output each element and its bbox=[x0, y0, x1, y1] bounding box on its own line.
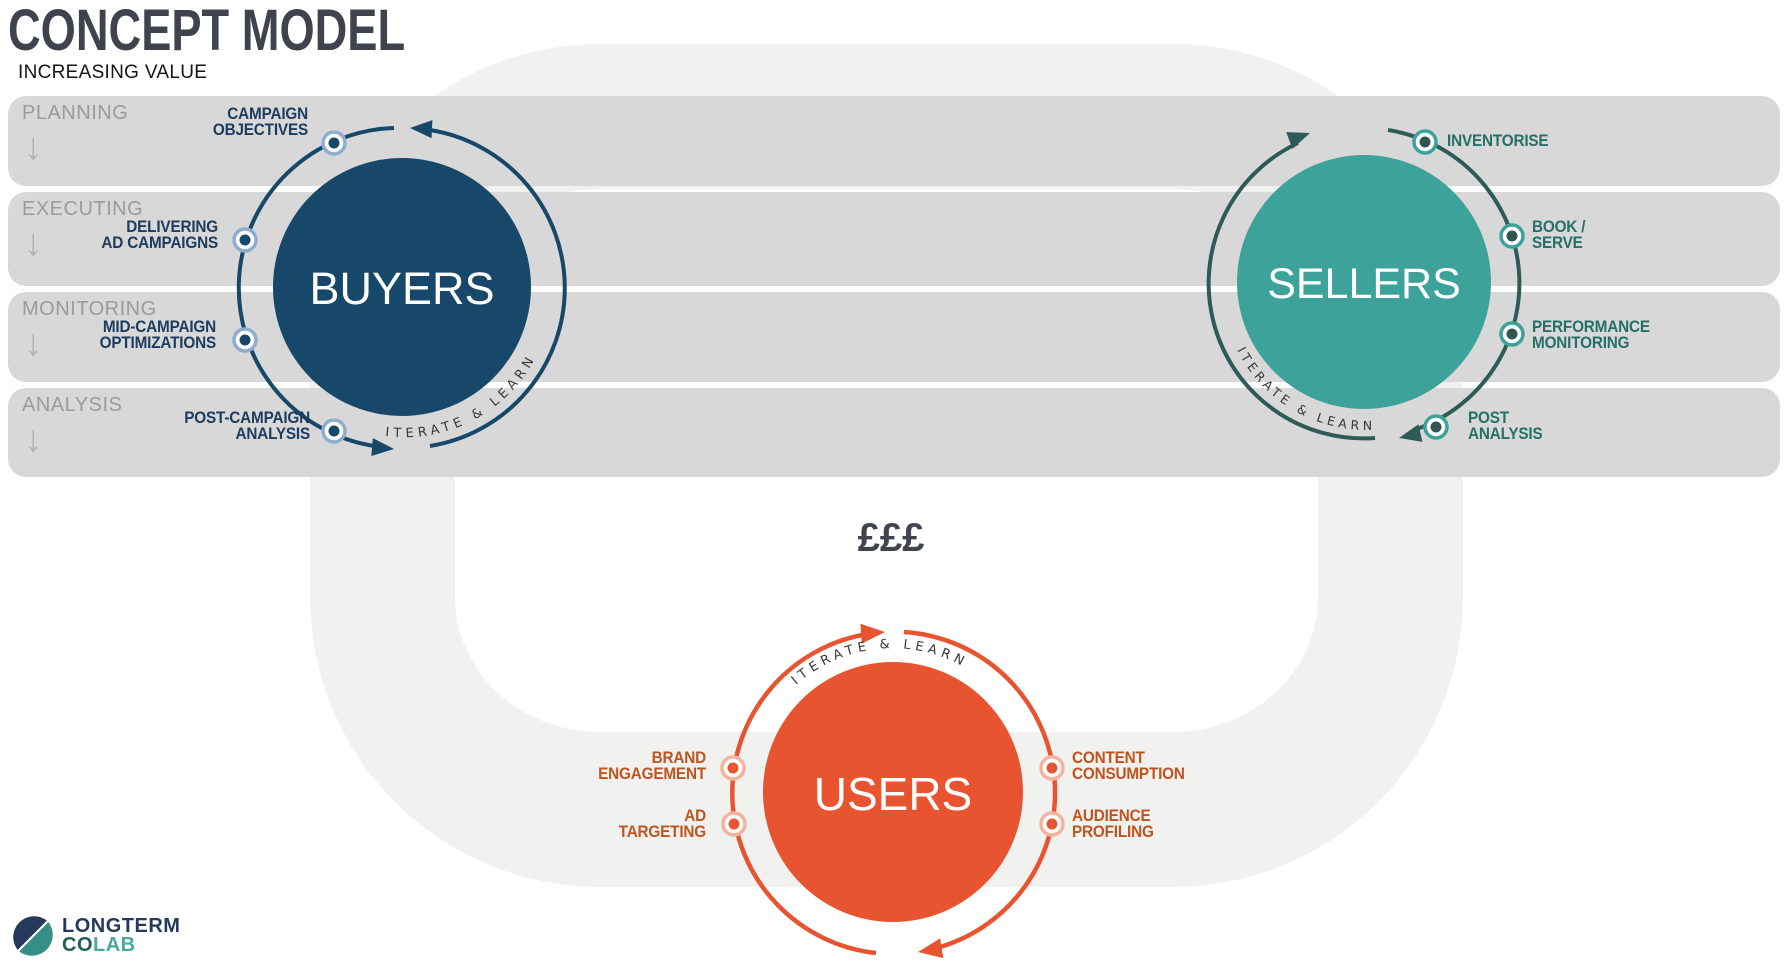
label-post-analysis: POST ANALYSIS bbox=[1468, 408, 1543, 443]
band-analysis: ANALYSIS ↓ bbox=[8, 388, 1780, 477]
sellers-circle bbox=[1237, 155, 1491, 409]
increasing-value-label: INCREASING VALUE bbox=[18, 62, 208, 83]
buyers-arrowhead-top-icon bbox=[410, 120, 433, 139]
money-label: £££ bbox=[857, 516, 925, 560]
page-title: CONCEPT MODEL bbox=[8, 0, 406, 63]
sellers-dot-inventorise bbox=[1412, 129, 1438, 155]
band-analysis-label: ANALYSIS bbox=[22, 394, 123, 416]
label-brand-engagement: BRAND ENGAGEMENT bbox=[598, 748, 706, 783]
buyers-dot-delivering bbox=[232, 227, 258, 253]
users-circle bbox=[763, 662, 1023, 922]
label-ad-targeting: AD TARGETING bbox=[618, 806, 707, 841]
band-planning: PLANNING ↓ bbox=[8, 96, 1780, 186]
logo-mark-icon bbox=[13, 916, 53, 956]
users-dot-content-consumption bbox=[1039, 755, 1065, 781]
label-content-consumption: CONTENT CONSUMPTION bbox=[1072, 748, 1185, 783]
logo-co: CO bbox=[62, 934, 93, 956]
sellers-arrowhead-top-icon bbox=[1286, 132, 1310, 149]
users-name: USERS bbox=[813, 768, 973, 820]
sellers-dot-book-serve bbox=[1499, 223, 1525, 249]
label-mid-campaign-optimizations: MID-CAMPAIGN OPTIMIZATIONS bbox=[99, 317, 217, 352]
buyers-circle bbox=[273, 158, 531, 416]
label-book-serve: BOOK / SERVE bbox=[1532, 217, 1586, 252]
buyers-name: BUYERS bbox=[309, 263, 495, 314]
sellers-dot-performance bbox=[1499, 321, 1525, 347]
band-monitoring-label: MONITORING bbox=[22, 298, 157, 320]
label-inventorise: INVENTORISE bbox=[1447, 131, 1549, 150]
buyers-dot-campaign-objectives bbox=[321, 130, 347, 156]
sellers-arrowhead-bottom-icon bbox=[1399, 424, 1423, 442]
users-dot-audience-profiling bbox=[1039, 811, 1065, 837]
sellers-name: SELLERS bbox=[1267, 260, 1461, 308]
label-campaign-objectives: CAMPAIGN OBJECTIVES bbox=[212, 104, 308, 139]
label-audience-profiling: AUDIENCE PROFILING bbox=[1072, 806, 1154, 841]
sellers-dot-post-analysis bbox=[1423, 414, 1449, 440]
down-arrow-icon: ↓ bbox=[24, 220, 43, 265]
users-arrowhead-bottom-icon bbox=[918, 938, 944, 959]
label-delivering-ad-campaigns: DELIVERING AD CAMPAIGNS bbox=[101, 217, 218, 252]
logo-lab: LAB bbox=[93, 934, 136, 956]
buyers-arrowhead-bottom-icon bbox=[371, 438, 394, 457]
label-post-campaign-analysis: POST-CAMPAIGN ANALYSIS bbox=[184, 408, 310, 443]
buyers-dot-post-campaign bbox=[321, 418, 347, 444]
users-arrowhead-top-icon bbox=[860, 623, 885, 644]
buyers-dot-mid-campaign bbox=[232, 327, 258, 353]
down-arrow-icon: ↓ bbox=[24, 320, 43, 365]
band-executing-label: EXECUTING bbox=[22, 198, 144, 220]
down-arrow-icon: ↓ bbox=[24, 124, 43, 169]
label-performance-monitoring: PERFORMANCE MONITORING bbox=[1532, 317, 1650, 352]
logo-text: LONGTERM COLAB bbox=[62, 915, 181, 956]
band-planning-label: PLANNING bbox=[22, 102, 129, 124]
users-dot-ad-targeting bbox=[721, 811, 747, 837]
logo-longterm: LONGTERM bbox=[62, 915, 181, 937]
users-orbit: ITERATE & LEARN bbox=[720, 623, 1065, 959]
users-dot-brand-engagement bbox=[720, 755, 746, 781]
longterm-colab-logo: LONGTERM COLAB bbox=[10, 913, 180, 959]
down-arrow-icon: ↓ bbox=[24, 416, 43, 461]
